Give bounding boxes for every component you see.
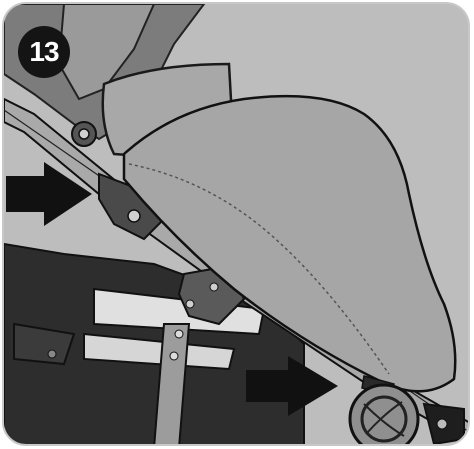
joint-rivet-middle [210,283,218,291]
illustration-frame: 13 [2,2,470,446]
wheel-axle [437,419,447,429]
joint-rivet-upper [128,210,140,222]
basket-rivet [48,350,56,358]
leg-rivet-1 [175,330,183,338]
hinge-knob-center [79,129,89,139]
stroller-illustration [4,4,470,446]
joint-rivet-middle-2 [186,300,194,308]
leg-rivet-2 [170,352,178,360]
step-number-badge: 13 [18,26,70,78]
